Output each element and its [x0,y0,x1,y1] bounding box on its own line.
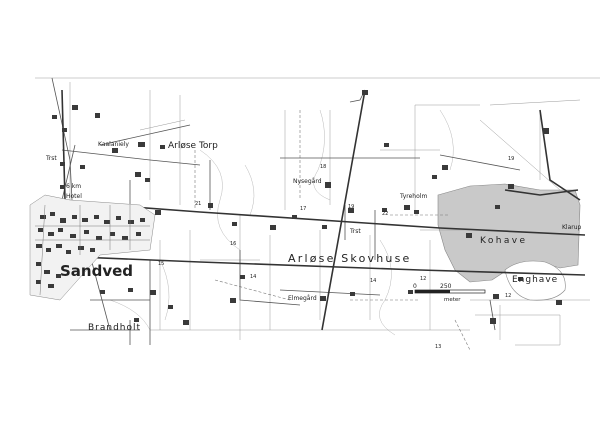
contour-lines [109,109,454,336]
label-sandved: Sandved [60,262,133,280]
road-south[interactable] [29,254,586,276]
elevation-numbers: 21 18 22 19 15 14 14 12 12 19 13 16 17 [158,156,514,350]
label-klarup: Klarup [562,224,582,231]
label-kohave: Kohave [480,236,527,246]
label-enghave: Enghave [512,275,558,285]
forest-areas [437,183,581,301]
label-elmegard: Elmegård [288,295,317,302]
elevation-label: 19 [508,156,514,162]
label-brandholt: Brandholt [88,323,141,333]
elevation-label: 14 [250,274,256,280]
label-trst-east: Trst [349,228,361,235]
elevation-label: 16 [230,241,236,247]
scale-unit: meter [444,297,461,303]
elevation-label: 17 [300,206,306,212]
scale-tick-0: 0 [413,283,417,290]
label-distance: 6 km [66,183,81,190]
elevation-label: 15 [158,261,164,267]
road-east[interactable] [539,109,581,201]
dashed-tracks [194,110,471,351]
elevation-label: 18 [320,164,326,170]
label-tyreholm: Tyreholm [399,193,427,200]
elevation-label: 21 [195,201,201,207]
label-hotel: Hotel [66,193,82,200]
elevation-label: 19 [348,204,354,210]
clearing-enghave [504,260,566,301]
buildings [52,90,562,325]
label-arlose-skovhuse: Arløse Skovhuse [288,252,411,265]
elevation-label: 13 [435,344,441,350]
elevation-label: 22 [382,211,388,217]
elevation-label: 14 [370,278,376,284]
scale-bar: 0 250 meter [413,283,486,303]
road-klarup[interactable] [504,189,579,196]
label-trst: Trst [45,155,57,162]
sandved-town [29,194,156,301]
road-diagonal[interactable] [321,89,366,331]
elevation-label: 12 [420,276,426,282]
label-arlose-torp: Arløse Torp [168,141,218,151]
label-kaalaniely: Kaalaniely [98,141,129,148]
scale-tick-250: 250 [440,283,452,290]
elevation-label: 12 [505,293,511,299]
label-nysegard: Nysegård [293,178,322,185]
